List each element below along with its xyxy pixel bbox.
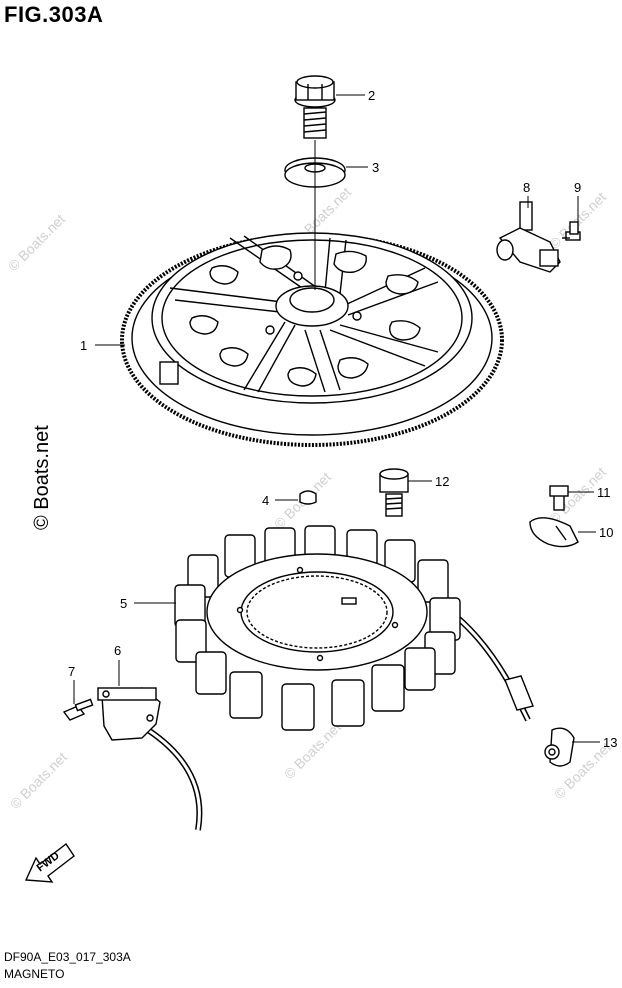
flywheel-windows bbox=[189, 245, 421, 387]
watermark: © Boats.net bbox=[546, 189, 609, 252]
leader-lines bbox=[73, 94, 600, 743]
watermark-large: © Boats.net bbox=[31, 425, 53, 530]
callout-7: 7 bbox=[68, 664, 75, 679]
callout-8: 8 bbox=[523, 180, 530, 195]
figure-name: MAGNETO bbox=[4, 967, 65, 981]
callout-10: 10 bbox=[599, 525, 613, 540]
callout-3: 3 bbox=[372, 160, 379, 175]
part-9-screw bbox=[562, 221, 581, 241]
fwd-arrow: FWD bbox=[24, 842, 75, 883]
callout-11: 11 bbox=[597, 485, 611, 500]
figure-code: DF90A_E03_017_303A bbox=[4, 950, 131, 964]
callout-5: 5 bbox=[120, 596, 127, 611]
callout-13: 13 bbox=[603, 735, 617, 750]
part-12-bolt bbox=[379, 468, 409, 517]
callout-9: 9 bbox=[574, 180, 581, 195]
callout-2: 2 bbox=[368, 88, 375, 103]
part-2-flywheel-bolt bbox=[294, 75, 336, 139]
callout-labels: 1 2 3 4 5 6 7 8 9 10 11 12 13 bbox=[68, 88, 617, 750]
part-13-clamp bbox=[544, 727, 575, 767]
part-10-clamp bbox=[529, 517, 579, 548]
part-11-bolt bbox=[549, 485, 569, 511]
watermark: © Boats.net bbox=[7, 749, 70, 812]
callout-6: 6 bbox=[114, 643, 121, 658]
figure-title: FIG.303A bbox=[4, 2, 104, 27]
part-5-stator bbox=[174, 525, 534, 731]
part-8-sensor bbox=[496, 201, 561, 273]
part-6-pulser-coil bbox=[97, 687, 203, 831]
watermark: © Boats.net bbox=[5, 211, 68, 274]
part-1-flywheel bbox=[120, 232, 504, 447]
callout-4: 4 bbox=[262, 493, 269, 508]
callout-1: 1 bbox=[80, 338, 87, 353]
part-4-key bbox=[299, 490, 317, 505]
part-7-screw bbox=[62, 698, 94, 721]
callout-12: 12 bbox=[435, 474, 449, 489]
